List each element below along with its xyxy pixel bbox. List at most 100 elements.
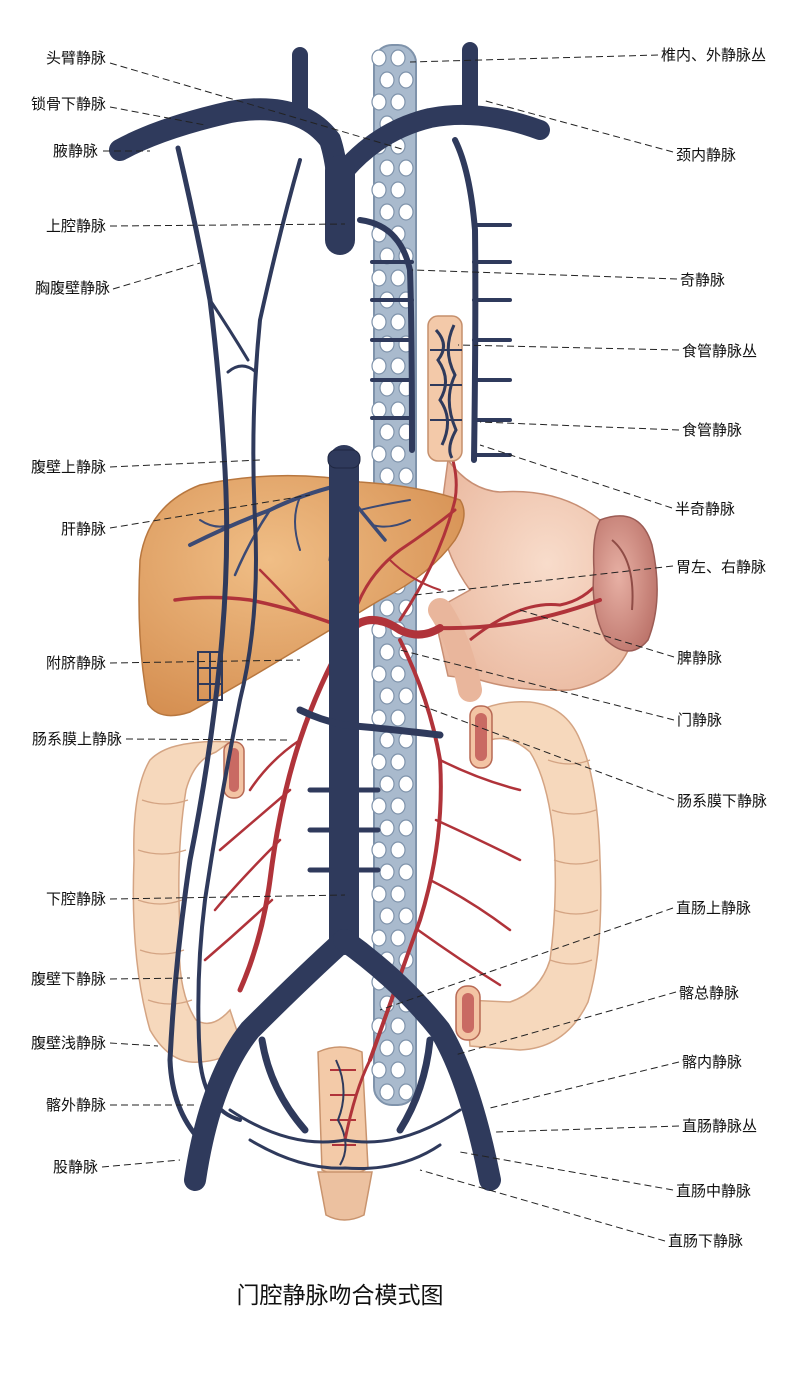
spine-foramen bbox=[390, 357, 406, 375]
spine-foramen bbox=[379, 687, 395, 705]
spine-foramen bbox=[398, 1083, 414, 1101]
spine-foramen bbox=[398, 1039, 414, 1057]
spine-foramen bbox=[390, 445, 406, 463]
spine-foramen bbox=[371, 665, 387, 683]
label-hepatic-veins: 肝静脉 bbox=[61, 520, 106, 538]
spine-foramen bbox=[371, 709, 387, 727]
spine-foramen bbox=[379, 203, 395, 221]
label-hemiazygos-vein: 半奇静脉 bbox=[675, 500, 735, 518]
label-esophageal-veins: 食管静脉 bbox=[682, 421, 742, 439]
label-axillary-vein: 腋静脉 bbox=[53, 142, 98, 160]
spine-foramen bbox=[390, 753, 406, 771]
spine-foramen bbox=[390, 49, 406, 67]
spine-foramen bbox=[379, 1039, 395, 1057]
spine-foramen bbox=[398, 819, 414, 837]
spine-foramen bbox=[398, 687, 414, 705]
leader-line bbox=[459, 1151, 674, 1191]
spine-foramen bbox=[398, 71, 414, 89]
leader-line bbox=[479, 444, 673, 509]
leader-line bbox=[109, 459, 261, 468]
spine-foramen bbox=[398, 775, 414, 793]
spine-foramen bbox=[390, 181, 406, 199]
spine-foramen bbox=[390, 269, 406, 287]
spine-foramen bbox=[398, 863, 414, 881]
leader-line bbox=[379, 907, 674, 1011]
leader-line bbox=[125, 738, 291, 741]
esophagus bbox=[427, 315, 463, 462]
label-vertebral-venous-plexus: 椎内、外静脉丛 bbox=[661, 46, 766, 64]
leader-line bbox=[109, 659, 301, 664]
label-inferior-mesenteric-vein: 肠系膜下静脉 bbox=[677, 792, 767, 810]
label-superficial-epigastric-vein: 腹壁浅静脉 bbox=[31, 1034, 106, 1052]
spine-foramen bbox=[379, 599, 395, 617]
label-superior-rectal-vein: 直肠上静脉 bbox=[676, 899, 751, 917]
label-superior-vena-cava: 上腔静脉 bbox=[46, 217, 106, 235]
spleen bbox=[592, 515, 658, 652]
leader-line bbox=[489, 1061, 680, 1109]
spine-foramen bbox=[398, 159, 414, 177]
spine-foramen bbox=[390, 885, 406, 903]
spine-foramen bbox=[390, 841, 406, 859]
leader-line bbox=[101, 1159, 181, 1168]
spine-foramen bbox=[379, 731, 395, 749]
leader-line bbox=[457, 344, 680, 351]
leader-line bbox=[519, 609, 675, 658]
leader-line bbox=[479, 421, 680, 431]
label-external-iliac-vein: 髂外静脉 bbox=[46, 1096, 106, 1114]
spine-foramen bbox=[371, 1061, 387, 1079]
leader-line bbox=[419, 704, 675, 801]
label-rectal-venous-plexus: 直肠静脉丛 bbox=[682, 1117, 757, 1135]
label-internal-iliac-vein: 髂内静脉 bbox=[682, 1053, 742, 1071]
spine-foramen bbox=[379, 907, 395, 925]
spine-foramen bbox=[398, 907, 414, 925]
colon-right bbox=[455, 700, 602, 1051]
spine-foramen bbox=[379, 423, 395, 441]
label-internal-jugular-vein: 颈内静脉 bbox=[676, 146, 736, 164]
leader-line bbox=[109, 223, 346, 227]
label-esophageal-venous-plexus: 食管静脉丛 bbox=[682, 342, 757, 360]
spine-foramen bbox=[371, 445, 387, 463]
spine-foramen bbox=[390, 929, 406, 947]
spine-foramen bbox=[390, 401, 406, 419]
stomach bbox=[428, 458, 638, 702]
leader-line bbox=[494, 1125, 680, 1133]
spine-foramen bbox=[379, 775, 395, 793]
spine-foramen bbox=[379, 379, 395, 397]
paraumbilical-plexus bbox=[197, 651, 223, 701]
spine-foramen bbox=[371, 885, 387, 903]
spine-foramen bbox=[371, 313, 387, 331]
label-portal-vein: 门静脉 bbox=[677, 711, 722, 729]
leader-line bbox=[409, 54, 659, 63]
spine-foramen bbox=[379, 643, 395, 661]
leader-lines bbox=[101, 54, 680, 1242]
label-femoral-vein: 股静脉 bbox=[53, 1158, 98, 1176]
label-paraumbilical-veins: 附脐静脉 bbox=[46, 654, 106, 672]
spine-foramen bbox=[371, 357, 387, 375]
spine-foramen bbox=[379, 1083, 395, 1101]
spine-foramen bbox=[371, 929, 387, 947]
colon-left bbox=[132, 740, 245, 1063]
leader-line bbox=[109, 494, 311, 529]
leader-line bbox=[112, 262, 201, 290]
leader-line bbox=[454, 991, 677, 1056]
spine-foramen bbox=[398, 203, 414, 221]
leader-line bbox=[109, 1042, 159, 1047]
labels-right: 椎内、外静脉丛 颈内静脉 奇静脉 食管静脉丛 食管静脉 半奇静脉 胃左、右静脉 … bbox=[661, 46, 767, 1250]
label-thoracoepigastric-vein: 胸腹壁静脉 bbox=[35, 279, 110, 297]
spine-foramen bbox=[390, 313, 406, 331]
spine-foramen bbox=[390, 93, 406, 111]
labels-left: 头臂静脉 锁骨下静脉 腋静脉 上腔静脉 胸腹壁静脉 腹壁上静脉 肝静脉 附脐静脉… bbox=[31, 49, 122, 1176]
spine-foramen bbox=[390, 709, 406, 727]
spine-foramen bbox=[379, 467, 395, 485]
label-brachiocephalic-vein: 头臂静脉 bbox=[46, 49, 106, 67]
label-superior-epigastric-vein: 腹壁上静脉 bbox=[31, 458, 106, 476]
spine-foramen bbox=[371, 269, 387, 287]
label-gastric-veins: 胃左、右静脉 bbox=[676, 558, 766, 576]
spine-foramen bbox=[390, 665, 406, 683]
spine-foramen bbox=[371, 49, 387, 67]
caval-veins bbox=[109, 42, 550, 1191]
label-subclavian-vein: 锁骨下静脉 bbox=[31, 95, 106, 113]
spine-foramen bbox=[371, 841, 387, 859]
leader-line bbox=[109, 106, 206, 126]
spine-foramen bbox=[371, 401, 387, 419]
